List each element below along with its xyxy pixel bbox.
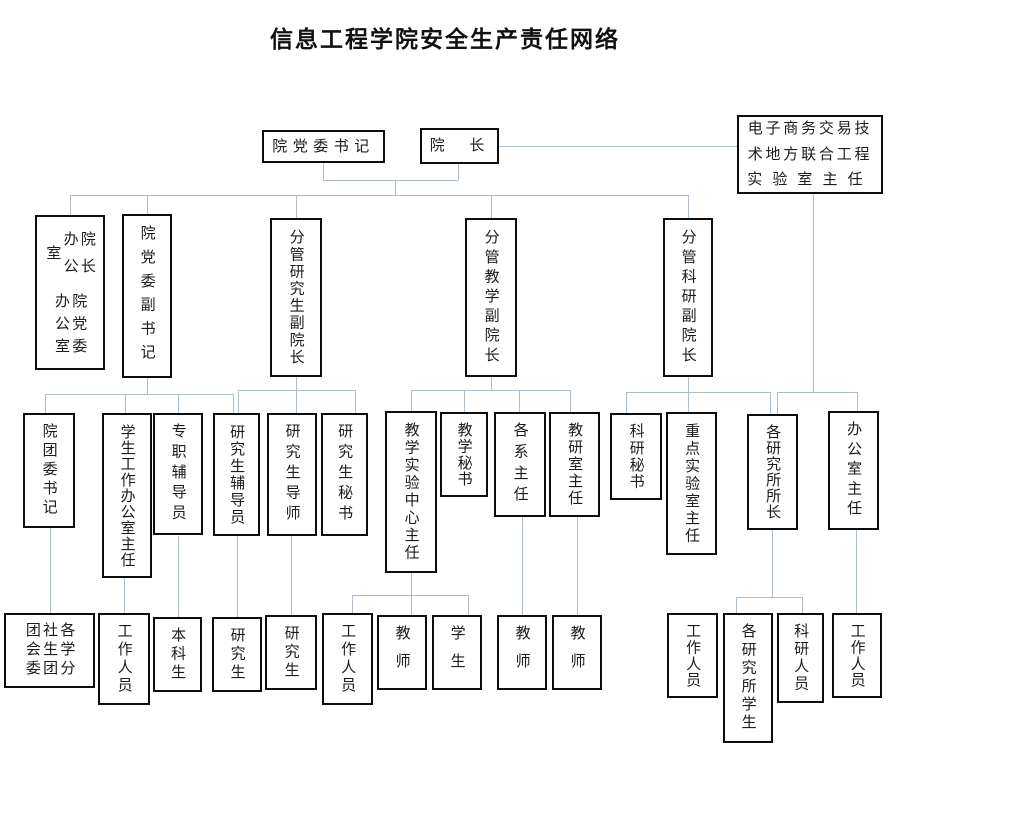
connector-line [411,390,570,391]
connector-line [296,195,297,218]
connector-line [70,195,71,215]
connector-line [147,378,148,394]
connector-line [468,595,469,615]
graduate-counselor: 研究生辅导员 [213,413,260,536]
connector-line [411,595,412,615]
students-teaching-lab: 学生 [432,615,482,690]
party-and-dean-office: 院长办公室院党委办公室 [35,215,105,370]
connector-line [577,517,578,615]
league-and-student-groups: 各社团学生会分团委 [4,613,95,688]
research-staff: 科研人员 [777,613,824,703]
connector-line [411,573,412,595]
connector-line [688,195,689,218]
connector-line [237,536,238,617]
connector-line [688,392,689,412]
vice-dean-graduate: 分管研究生副院长 [270,218,322,377]
deputy-party-secretary: 院党委副书记 [122,214,172,378]
graduate-secretary: 研究生秘书 [321,413,368,536]
league-and-student-groups-text-line: 分团委 [23,660,77,679]
connector-line [802,597,803,613]
staff-student-affairs: 工作人员 [98,613,150,705]
connector-line [813,194,814,392]
office-director: 办公室主任 [828,411,879,530]
connector-line [772,530,773,597]
connector-line [178,394,179,413]
connector-line [688,377,689,392]
student-affairs-office-director: 学生工作办公室主任 [102,413,152,578]
youth-league-secretary: 院团委书记 [23,413,75,528]
league-and-student-groups-text-line: 学生会 [23,641,77,660]
connector-line [856,530,857,613]
connector-line [522,517,523,615]
connector-line [857,392,858,411]
staff-teaching-lab: 工作人员 [322,613,373,705]
ecommerce-lab-director-text-line: 电子商务交易技 [747,118,873,137]
staff-office: 工作人员 [832,613,882,698]
connector-line [238,390,239,413]
department-heads: 各系主任 [494,412,546,517]
connector-line [178,536,179,617]
undergraduates: 本科生 [153,617,202,692]
connector-line [296,377,297,390]
connector-line [352,595,353,613]
teachers-teaching-lab: 教师 [377,615,427,690]
connector-line [124,578,125,613]
connector-line [147,195,148,214]
connector-line [736,597,737,613]
teaching-secretary: 教学秘书 [440,412,488,497]
connector-line [570,390,571,412]
teaching-lab-center-director: 教学实验中心主任 [385,411,437,573]
connector-line [464,390,465,412]
connector-line [491,195,492,218]
dean: 院 长 [420,128,499,164]
key-lab-director: 重点实验室主任 [666,412,717,555]
connector-line [411,390,412,411]
graduates-counselor-child: 研究生 [212,617,262,692]
graduate-supervisor: 研究生导师 [267,413,317,536]
ecommerce-lab-director-text-line: 实验室主任 [747,170,873,189]
connector-line [499,146,737,147]
ecommerce-lab-director: 电子商务交易技术地方联合工程实验室主任 [737,115,883,194]
connector-line [395,180,396,195]
research-institute-directors: 各研究所所长 [747,414,798,530]
connector-line [45,394,233,395]
connector-line [296,390,297,413]
connector-line [125,394,126,413]
connector-line [352,595,468,596]
connector-line [458,163,459,180]
party-and-dean-office-text-line: 院党委办公室 [53,293,89,361]
vice-dean-research: 分管科研副院长 [663,218,713,377]
connector-line [491,377,492,390]
institute-students: 各研究所学生 [723,613,773,743]
party-and-dean-office-text-line: 院长办公室 [44,231,97,286]
staff-unattached: 工作人员 [667,613,718,698]
connector-line [626,392,770,393]
connector-line [770,392,771,414]
teachers-research-office: 教师 [552,615,602,690]
league-and-student-groups-text-line: 各社团 [23,622,77,641]
connector-line [626,392,627,413]
connector-line [233,394,234,413]
connector-line [323,180,458,181]
connector-line [45,394,46,413]
party-secretary: 院党委书记 [262,130,385,163]
research-secretary: 科研秘书 [610,413,662,500]
connector-line [355,390,356,413]
connector-line [777,392,857,393]
teaching-research-office-director: 教研室主任 [549,412,600,517]
graduates-supervisor-child: 研究生 [265,615,317,690]
chart-title: 信息工程学院安全生产责任网络 [270,26,620,53]
teachers-departments: 教师 [497,615,547,690]
connector-line [777,392,778,414]
connector-line [323,162,324,180]
connector-line [736,597,802,598]
connector-line [50,528,51,613]
fulltime-counselor: 专职辅导员 [153,413,203,535]
connector-line [70,195,688,196]
connector-line [291,536,292,615]
vice-dean-teaching: 分管教学副院长 [465,218,517,377]
ecommerce-lab-director-text-line: 术地方联合工程 [747,144,873,163]
connector-line [519,390,520,412]
